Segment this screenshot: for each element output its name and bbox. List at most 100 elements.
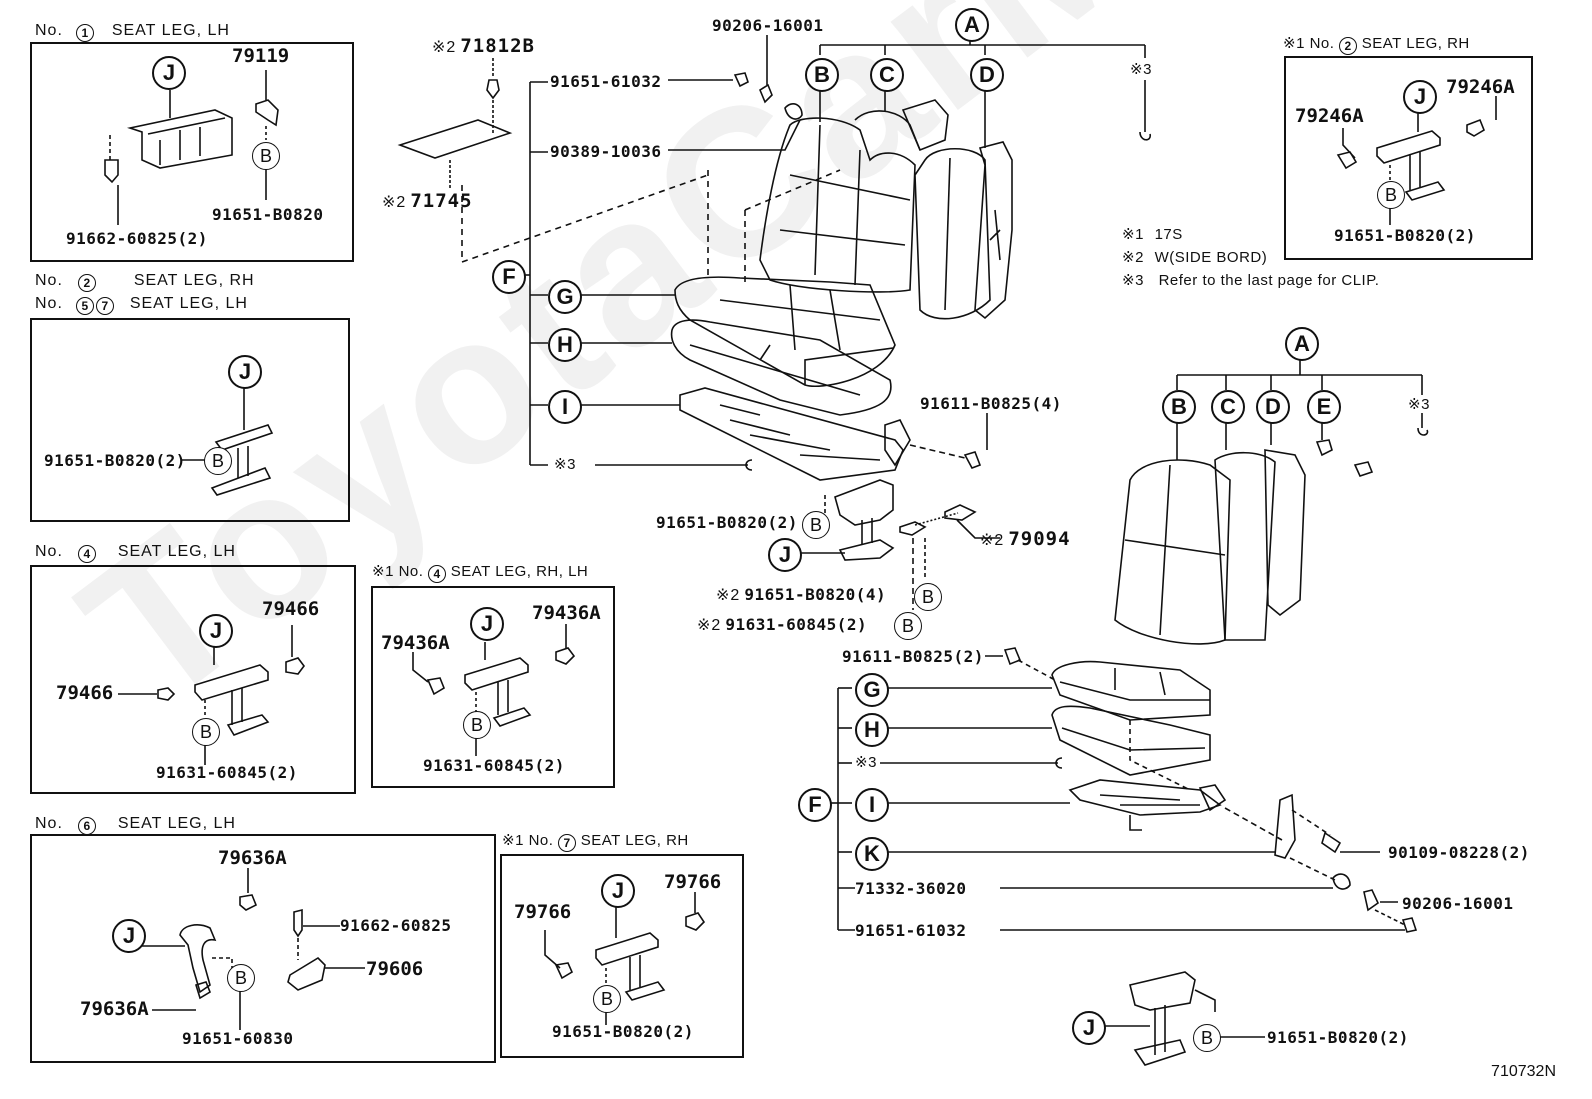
part-90389-10036[interactable]: 90389-10036 [550,142,662,161]
no-label: No. [398,563,424,580]
callout-i: I [855,788,889,822]
part-91662-60825[interactable]: 91662-60825 [340,916,452,935]
part-90109-08228[interactable]: 90109-08228(2) [1388,843,1530,862]
callout-b: B [1193,1024,1221,1052]
callout-a: A [1285,327,1319,361]
part-91651-B0820[interactable]: 91651-B0820(2) [1267,1028,1409,1047]
callout-d: D [1256,390,1290,424]
part-91651-B0820[interactable]: 91651-B0820(2) [44,451,186,470]
panel7x-leg-drawing [544,892,706,1025]
note-mark: ※2 [1122,249,1144,266]
callout-g: G [548,280,582,314]
no-label: No. [35,543,63,560]
callout-f: F [492,260,526,294]
part-91651-B0820[interactable]: 91651-B0820(2) [1334,226,1476,245]
part-79636A[interactable]: 79636A [218,847,287,869]
note-mark: ※3 [1122,272,1144,289]
clip-ref: ※3 [1130,61,1152,78]
panel-no2x-header: ※1 No. 2 SEAT LEG, RH [1283,35,1470,55]
callout-j: J [1403,80,1437,114]
panel-number-badge: 5 [76,297,95,315]
part-71812B[interactable]: 71812B [460,35,535,57]
panel-title: SEAT LEG, LH [129,295,248,312]
part-91651-61032[interactable]: 91651-61032 [550,72,662,91]
callout-c: C [1211,390,1245,424]
part-91631-60845[interactable]: 91631-60845(2) [423,756,565,775]
part-91651-61032[interactable]: 91651-61032 [855,921,967,940]
part-79766[interactable]: 79766 [664,871,722,893]
part-79094[interactable]: 79094 [1008,528,1071,550]
part-91611-B0825[interactable]: 91611-B0825(2) [842,647,984,666]
diagram-code: 710732N [1491,1063,1556,1080]
part-79119[interactable]: 79119 [232,45,290,67]
callout-j: J [228,355,262,389]
panel-number-badge: 4 [428,565,447,583]
no-label: No. [35,272,63,289]
note-1: ※1 17S [1122,227,1183,242]
part-90206-16001[interactable]: 90206-16001 [1402,894,1514,913]
part-79436A[interactable]: 79436A [381,632,450,654]
part-91631-60845[interactable]: 91631-60845(2) [156,763,298,782]
panel-title: SEAT LEG, RH, LH [450,563,589,580]
no-label: No. [1309,35,1335,52]
part-79766[interactable]: 79766 [514,901,572,923]
part-79246A[interactable]: 79246A [1446,76,1515,98]
note-mark: ※2 [697,617,722,634]
bench-seat-drawing [397,35,1151,610]
note-mark: ※1 [1122,226,1144,243]
part-91651-B0820[interactable]: 91651-B0820(2) [656,513,798,532]
part-71745[interactable]: 71745 [410,190,473,212]
panel1-bracket-drawing [104,70,279,225]
part-91651-B0820[interactable]: 91651-B0820 [212,205,324,224]
note-text: Refer to the last page for CLIP. [1158,272,1380,289]
part-91611-B0825[interactable]: 91611-B0825(4) [920,394,1062,413]
part-79636A[interactable]: 79636A [80,998,149,1020]
callout-j: J [601,874,635,908]
note-mark: ※2 [432,39,457,56]
callout-e: E [1307,390,1341,424]
panel-no2-frame [30,318,350,522]
panel-no2x-frame [1284,56,1533,260]
panel-no6-frame [30,834,496,1063]
panel-no4-header: No. 4 SEAT LEG, LH [35,543,236,563]
note-2: ※2 W(SIDE BORD) [1122,250,1267,265]
callout-b: B [204,447,232,475]
part-79246A[interactable]: 79246A [1295,105,1364,127]
note-mark: ※2 [716,587,741,604]
panel4-leg-drawing [118,625,305,765]
part-91651-B0820[interactable]: 91651-B0820(4) [744,585,887,604]
note-mark: ※2 [980,532,1005,549]
part-71332-36020[interactable]: 71332-36020 [855,879,967,898]
panel-no2-header: No. 2 SEAT LEG, RH [35,272,255,292]
part-91631-60845[interactable]: 91631-60845(2) [725,615,868,634]
note-text: 17S [1154,226,1183,243]
callout-b: B [1162,390,1196,424]
part-91651-B0820[interactable]: 91651-B0820(2) [552,1022,694,1041]
panel-number-badge: 7 [558,834,577,852]
panel-no4x-header: ※1 No. 4 SEAT LEG, RH, LH [372,563,589,583]
part-90206-16001[interactable]: 90206-16001 [712,16,824,35]
part-79606[interactable]: 79606 [366,958,424,980]
clip-ref: ※3 [1408,396,1430,413]
callout-b: B [805,58,839,92]
panel-no4-frame [30,565,356,794]
part-79466[interactable]: 79466 [56,682,114,704]
callout-j: J [768,538,802,572]
part-79436A[interactable]: 79436A [532,602,601,624]
callout-b: B [802,511,830,539]
panel4x-leg-drawing [412,624,576,756]
callout-h: H [855,713,889,747]
panel-title: SEAT LEG, LH [117,543,236,560]
panel-title: SEAT LEG, LH [117,815,236,832]
callout-g: G [855,673,889,707]
callout-b: B [192,718,220,746]
note-mark: ※1 [502,832,524,849]
note-mark: ※1 [1283,35,1305,52]
callout-c: C [870,58,904,92]
part-91651-60830[interactable]: 91651-60830 [182,1029,294,1048]
part-79466[interactable]: 79466 [262,598,320,620]
callout-j: J [1072,1011,1106,1045]
part-91662-60825[interactable]: 91662-60825(2) [66,229,208,248]
